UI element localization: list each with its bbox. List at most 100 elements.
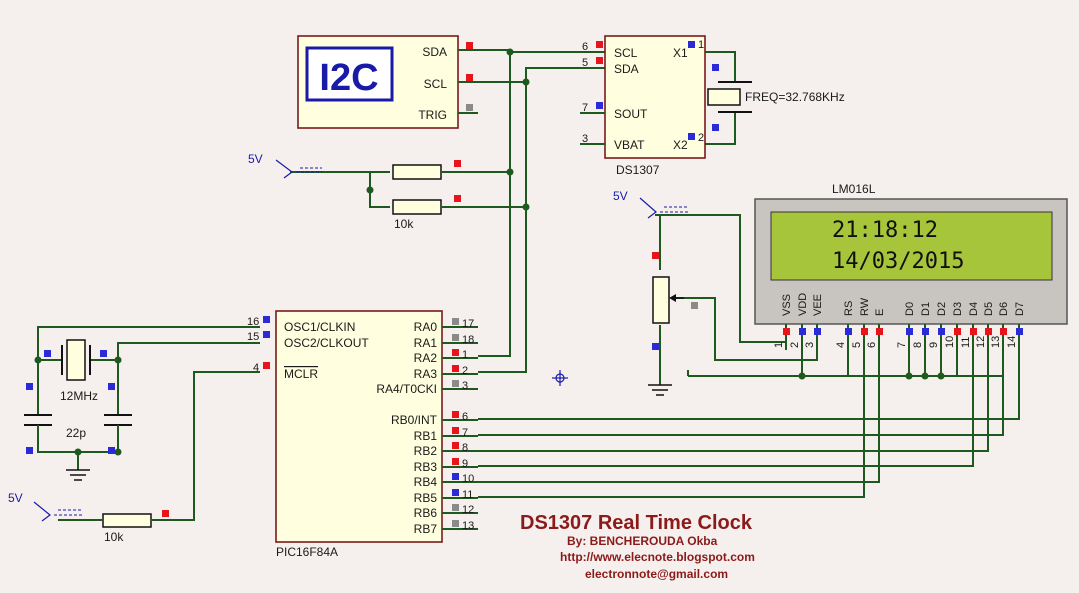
author-credit: By: BENCHEROUDA Okba (567, 534, 718, 548)
mclr-resistor-label: 10k (104, 530, 124, 544)
lcd-module[interactable]: LM016L 21:18:12 14/03/2015 VSS1VDD2VEE3R… (754, 182, 1068, 350)
lcd-pin-e: E (874, 309, 886, 316)
power-label-1: 5V (248, 152, 263, 166)
lcd-pin-d2: D2 (936, 302, 948, 316)
pic-pin-ra0: RA0 (414, 320, 438, 334)
pic-label: PIC16F84A (276, 545, 338, 559)
pic-pin-rb2: RB2 (414, 444, 438, 458)
pic-pin-number: 10 (462, 473, 474, 485)
pic-pin-number: 2 (462, 365, 468, 377)
lcd-pin-d3: D3 (952, 302, 964, 316)
lcd-pin-number: 1 (773, 342, 785, 348)
lcd-pin-d7: D7 (1014, 302, 1026, 316)
power-label-2: 5V (613, 189, 628, 203)
pic-pin-rb7: RB7 (414, 522, 438, 536)
email-link[interactable]: electronnote@gmail.com (585, 567, 728, 581)
lcd-pin-rs: RS (843, 301, 855, 316)
i2c-logo-box (305, 46, 394, 102)
lcd-pin-d0: D0 (904, 302, 916, 316)
pic-pin-number: 12 (462, 504, 474, 516)
lcd-pins: VSS1VDD2VEE3RS4RW5E6D07D18D29D310D411D51… (773, 293, 1026, 350)
pic-num-15: 15 (247, 331, 259, 343)
ds1307-pin-vbat: VBAT (614, 138, 645, 152)
pic-pin-osc2: OSC2/CLKOUT (284, 336, 369, 350)
i2c-pin-sda: SDA (422, 45, 447, 59)
ds1307-pin-scl: SCL (614, 46, 638, 60)
mclr-resistor[interactable]: 10k (102, 510, 169, 544)
pic-pin-number: 8 (462, 442, 468, 454)
ds1307-num-7: 7 (582, 102, 588, 114)
power-terminal-1: 5V (248, 152, 322, 179)
lcd-pin-number: 7 (896, 342, 908, 348)
capacitor-label: 22p (66, 426, 86, 440)
pic-pin-number: 17 (462, 318, 474, 330)
pic-pin-ra3: RA3 (414, 367, 438, 381)
pic-pin-rb5: RB5 (414, 491, 438, 505)
mcu-crystal[interactable]: 12MHz (44, 339, 107, 403)
pic-num-16: 16 (247, 316, 259, 328)
i2c-logo: I2C (319, 57, 378, 99)
pullup-resistor-label: 10k (394, 217, 414, 231)
pic-num-4: 4 (253, 362, 259, 374)
lcd-pin-number: 14 (1006, 336, 1018, 348)
schematic-title: DS1307 Real Time Clock (520, 512, 753, 534)
lcd-pin-number: 12 (975, 336, 987, 348)
i2c-debugger[interactable]: I2C SDA SCL TRIG (297, 35, 478, 129)
pic-pin-mclr: MCLR (284, 367, 318, 381)
lcd-pin-rw: RW (859, 297, 871, 316)
ds1307-pin-x2: X2 (673, 138, 688, 152)
lcd-pin-number: 5 (851, 342, 863, 348)
pic-pin-rb1: RB1 (414, 429, 438, 443)
lcd-pin-number: 10 (944, 336, 956, 348)
pic-pin-ra2: RA2 (414, 351, 438, 365)
lcd-pin-number: 4 (835, 342, 847, 348)
lcd-line-2: 14/03/2015 (832, 249, 964, 274)
pic-pin-number: 13 (462, 520, 474, 532)
lcd-pin-d6: D6 (998, 302, 1010, 316)
rtc-crystal[interactable]: FREQ=32.768KHz (707, 64, 845, 131)
junctions (34, 48, 945, 456)
ds1307-num-3: 3 (582, 133, 588, 145)
lcd-screen (770, 211, 1053, 281)
pic-pin-rb3: RB3 (414, 460, 438, 474)
pic-body (275, 310, 443, 543)
lcd-pin-number: 2 (789, 342, 801, 348)
pic-pin-number: 6 (462, 411, 468, 423)
pic-pin-ra1: RA1 (414, 336, 438, 350)
lcd-pin-number: 11 (960, 337, 972, 348)
pic-pin-osc1: OSC1/CLKIN (284, 320, 355, 334)
ds1307-pin-x1: X1 (673, 46, 688, 60)
pic-pin-number: 18 (462, 334, 474, 346)
lcd-pin-number: 8 (912, 342, 924, 348)
contrast-potentiometer[interactable] (648, 252, 698, 396)
lcd-line-1: 21:18:12 (832, 218, 938, 243)
pic-pin-rb0-int: RB0/INT (391, 413, 438, 427)
pic-pin-ra4-t0cki: RA4/T0CKI (376, 382, 437, 396)
ds1307-label: DS1307 (616, 163, 660, 177)
pullup-resistors[interactable]: 10k (392, 160, 461, 231)
lcd-pin-d4: D4 (968, 302, 980, 316)
rtc-crystal-label: FREQ=32.768KHz (745, 90, 845, 104)
osc-capacitors[interactable]: 22p (24, 383, 132, 481)
lcd-label: LM016L (832, 182, 876, 196)
website-link[interactable]: http://www.elecnote.blogspot.com (560, 550, 755, 564)
i2c-pin-scl: SCL (424, 77, 448, 91)
power-terminal-2: 5V (613, 189, 688, 219)
pic-pin-number: 1 (462, 349, 468, 361)
ds1307-num-2: 2 (698, 132, 704, 144)
pic-pin-number: 7 (462, 427, 468, 439)
lcd-pin-number: 6 (866, 342, 878, 348)
ds1307-num-1: 1 (698, 39, 704, 51)
mcu-crystal-label: 12MHz (60, 389, 98, 403)
ds1307-num-6: 6 (582, 41, 588, 53)
pic-pin-number: 9 (462, 458, 468, 470)
power-label-3: 5V (8, 491, 23, 505)
lcd-pin-d5: D5 (983, 302, 995, 316)
power-terminal-3: 5V (8, 491, 82, 522)
ds1307-chip[interactable]: SCL SDA SOUT VBAT X1 X2 6 5 7 3 1 2 DS13… (580, 35, 706, 177)
lcd-pin-number: 3 (804, 342, 816, 348)
pic-pin-rb4: RB4 (414, 475, 438, 489)
